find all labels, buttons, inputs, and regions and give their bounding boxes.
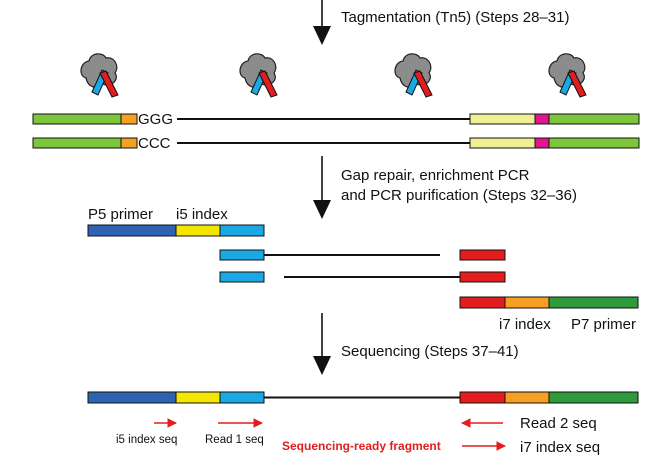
sequencing-ready-fragment [87, 391, 639, 404]
gap-repair-step-arrow [313, 156, 331, 219]
gap-repair-step-label-1: Gap repair, enrichment PCR [341, 167, 530, 184]
p7-primer-label: P7 primer [571, 316, 636, 333]
sequencing-step-label: Sequencing (Steps 37–41) [341, 343, 519, 360]
repaired-fragment-bottom [219, 271, 506, 283]
tn5-transposome-icon [548, 53, 587, 98]
ccc-overhang-label: CCC [138, 135, 171, 152]
i7-index-label: i7 index [499, 316, 551, 333]
tagmented-top-strand [32, 113, 640, 125]
tagmentation-step-arrow [313, 0, 331, 45]
tagmented-bottom-strand [32, 137, 640, 149]
read2-seq-label: Read 2 seq [520, 415, 597, 432]
i7-index-seq-label: i7 index seq [520, 439, 600, 456]
repaired-fragment-top [219, 249, 506, 261]
read1-seq-label: Read 1 seq [205, 434, 264, 446]
tagmentation-step-label: Tagmentation (Tn5) (Steps 28–31) [341, 9, 569, 26]
i5-index-seq-label: i5 index seq [116, 434, 177, 446]
sequencing-step-arrow [313, 313, 331, 375]
sequencing-ready-fragment-label: Sequencing-ready fragment [282, 439, 441, 453]
tn5-transposome-icon [239, 53, 278, 98]
p5-primer-label: P5 primer [88, 206, 153, 223]
p5-i5-adapter [87, 224, 265, 237]
gap-repair-step-label-2: and PCR purification (Steps 32–36) [341, 187, 577, 204]
i7-p7-adapter [459, 296, 639, 309]
tn5-transposome-icon [394, 53, 433, 98]
i5-index-label: i5 index [176, 206, 228, 223]
ggg-overhang-label: GGG [138, 111, 173, 128]
tn5-transposome-icon [80, 53, 119, 98]
